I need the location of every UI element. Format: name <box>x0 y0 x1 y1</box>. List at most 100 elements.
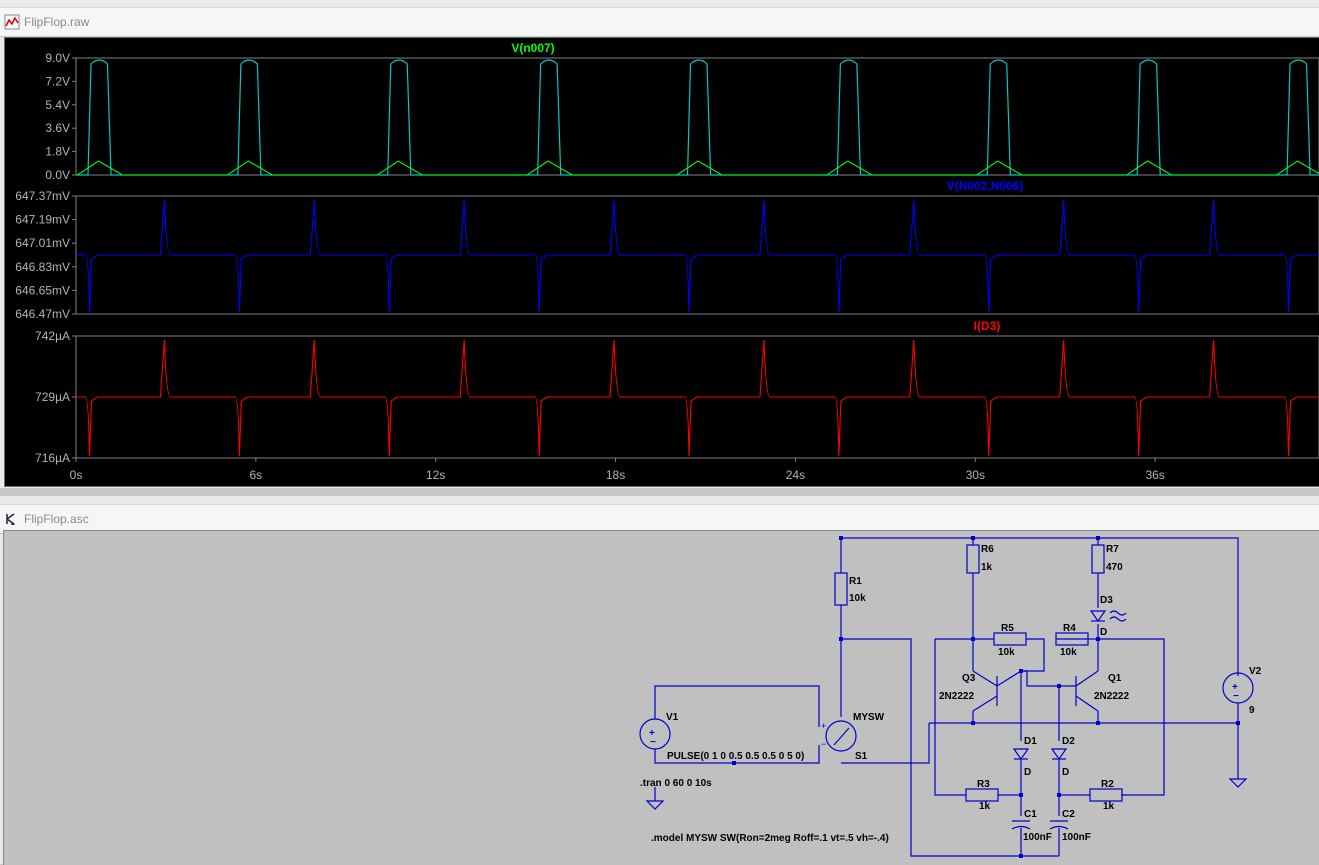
r6-body <box>966 544 980 574</box>
c1-label: C1 <box>1024 809 1037 820</box>
x-tick-label: 12s <box>426 468 445 482</box>
x-tick-label: 30s <box>966 468 985 482</box>
wire <box>1075 695 1099 712</box>
r6-label: R6 <box>981 544 994 555</box>
junction-dot <box>1019 854 1023 858</box>
r2-label: R2 <box>1101 779 1114 790</box>
v2-label: V2 <box>1249 666 1262 677</box>
v1-label: V1 <box>666 712 679 723</box>
r6-value: 1k <box>981 562 993 573</box>
wire <box>654 745 820 764</box>
waveform-chart[interactable]: 9.0V7.2V5.4V3.6V1.8V0.0VV(n007)647.37mV6… <box>5 38 1319 486</box>
c2-plate2 <box>1049 825 1069 830</box>
waveform-icon <box>4 14 20 30</box>
x-tick-label: 0s <box>70 468 83 482</box>
ground-icon <box>1228 778 1248 788</box>
c2-value: 100nF <box>1062 832 1091 843</box>
pane-frame <box>75 57 1319 176</box>
wire <box>841 723 930 764</box>
s1-blade <box>833 727 850 746</box>
schematic-icon <box>6 513 15 525</box>
y-tick-label: 7.2V <box>45 74 70 88</box>
d2-label: D2 <box>1062 736 1075 747</box>
wire <box>996 670 1022 687</box>
junction-dot <box>1019 669 1023 673</box>
v1-plus: + <box>649 728 655 739</box>
d1-label: D1 <box>1024 736 1037 747</box>
waveform-titlebar[interactable]: FlipFlop.raw <box>0 7 1319 37</box>
y-tick-label: 9.0V <box>45 51 70 65</box>
y-tick-label: 5.4V <box>45 98 70 112</box>
wire <box>972 695 998 712</box>
r2-value: 1k <box>1103 801 1115 812</box>
junction-dot <box>1057 793 1061 797</box>
r4-value: 10k <box>1060 647 1077 658</box>
r5-body <box>993 632 1027 646</box>
trace-label[interactable]: V(N002,N006) <box>947 179 1024 193</box>
trace-v-n002-n006[interactable] <box>76 199 1319 313</box>
c2-label: C2 <box>1062 809 1075 820</box>
wire <box>972 670 998 687</box>
q1-value: 2N2222 <box>1094 691 1129 702</box>
v1-minus: − <box>650 737 656 748</box>
schematic-canvas[interactable]: + − + − + − R1 10k R6 1k <box>3 530 1319 865</box>
wire <box>1075 670 1099 687</box>
junction-dot <box>839 536 843 540</box>
x-tick-label: 24s <box>786 468 805 482</box>
x-tick-label: 6s <box>250 468 263 482</box>
v2-plus: + <box>1232 682 1238 693</box>
v2-value: 9 <box>1249 705 1255 716</box>
trace-v-n007-pulse[interactable] <box>76 59 1319 176</box>
r7-label: R7 <box>1106 544 1119 555</box>
trace-label[interactable]: I(D3) <box>974 319 1001 333</box>
s1-plus: + <box>821 721 826 731</box>
c1-value: 100nF <box>1023 832 1052 843</box>
r1-value: 10k <box>849 593 866 604</box>
ground-icon <box>645 800 665 810</box>
trace-v-n007[interactable] <box>76 160 1319 176</box>
y-tick-label: 716µA <box>35 451 70 465</box>
tran-directive[interactable]: .tran 0 60 0 10s <box>640 778 712 789</box>
trace-i-d3[interactable] <box>76 339 1319 457</box>
r5-value: 10k <box>998 647 1015 658</box>
s1-minus: − <box>821 739 826 749</box>
d3-symbol <box>1089 610 1107 623</box>
wire <box>1021 670 1060 741</box>
trace-label[interactable]: V(n007) <box>511 41 554 55</box>
wire <box>841 638 1021 857</box>
y-tick-label: 3.6V <box>45 121 70 135</box>
q1-label: Q1 <box>1108 673 1122 684</box>
d3-value: D <box>1100 627 1107 638</box>
wire <box>1056 638 1165 796</box>
r3-value: 1k <box>979 801 991 812</box>
junction-dot <box>1096 637 1100 641</box>
y-tick-label: 646.65mV <box>15 283 70 297</box>
y-tick-label: 647.37mV <box>15 189 70 203</box>
y-tick-label: 0.0V <box>45 168 70 182</box>
d3-light-icon <box>1109 610 1127 622</box>
wire <box>1021 638 1045 672</box>
junction-dot <box>1096 536 1100 540</box>
y-tick-label: 646.47mV <box>15 307 70 321</box>
r7-value: 470 <box>1106 562 1123 573</box>
waveform-window-title: FlipFlop.raw <box>24 15 90 29</box>
x-tick-label: 18s <box>606 468 625 482</box>
r3-label: R3 <box>977 779 990 790</box>
r7-body <box>1091 544 1105 574</box>
junction-dot <box>732 761 736 765</box>
junction-dot <box>1019 793 1023 797</box>
v1-symbol <box>639 718 671 750</box>
junction-dot <box>1236 721 1240 725</box>
v2-symbol <box>1222 672 1254 704</box>
r1-label: R1 <box>849 576 862 587</box>
wire <box>654 685 820 727</box>
model-directive[interactable]: .model MYSW SW(Ron=2meg Roff=.1 vt=.5 vh… <box>651 833 889 844</box>
y-tick-label: 647.19mV <box>15 213 70 227</box>
y-tick-label: 647.01mV <box>15 236 70 250</box>
pulse-directive[interactable]: PULSE(0 1 0 0.5 0.5 0.5 0 5 0) <box>667 751 804 762</box>
v2-minus: − <box>1233 691 1239 702</box>
schematic-drawing[interactable]: + − + − + − R1 10k R6 1k <box>4 531 1319 865</box>
s1-label: S1 <box>855 751 868 762</box>
d2-symbol <box>1050 748 1068 761</box>
